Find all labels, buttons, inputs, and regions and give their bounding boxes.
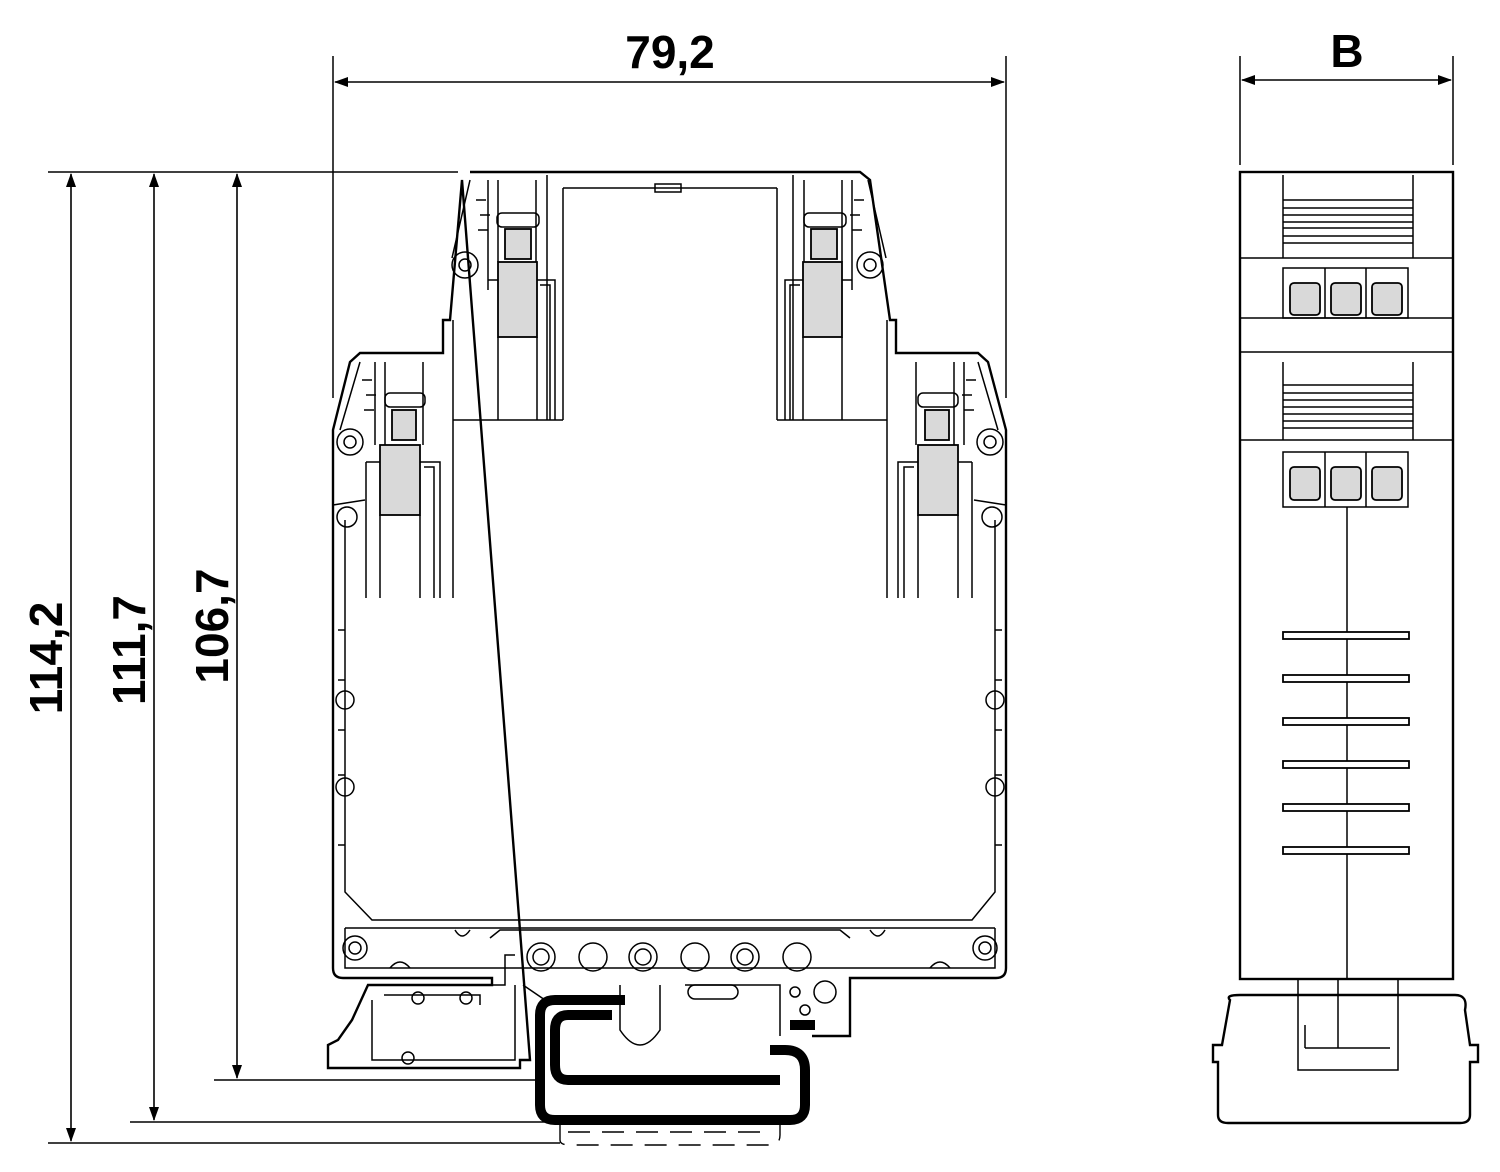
dimension-depth-label: B — [1330, 25, 1363, 77]
din-rail — [535, 995, 815, 1146]
side-terminals-lower — [1282, 451, 1409, 508]
side-view — [1211, 170, 1480, 1125]
front-view — [326, 170, 1008, 1146]
rail-clip — [371, 954, 837, 1065]
terminal-lower-right — [897, 361, 1007, 598]
dimension-depth: B — [1239, 25, 1454, 165]
terminal-lower-left — [332, 361, 441, 598]
side-slots-left — [335, 629, 355, 846]
terminal-upper-right — [784, 179, 887, 420]
side-foot — [1211, 979, 1480, 1125]
dimension-height-total-label: 114,2 — [20, 602, 72, 715]
dimension-width-label: 79,2 — [625, 26, 715, 78]
side-slots-right — [985, 629, 1005, 846]
side-terminals-upper — [1282, 267, 1409, 319]
terminal-upper-left — [451, 179, 556, 420]
dimension-height-inner-label: 106,7 — [186, 568, 238, 683]
dimension-height-mid-label: 111,7 — [103, 595, 155, 705]
bottom-band — [342, 927, 998, 972]
side-vent-ribs — [1282, 631, 1410, 855]
dimension-width: 79,2 — [332, 26, 1007, 398]
housing-inner-face — [344, 598, 996, 921]
dimension-heights: 114,2 111,7 106,7 — [20, 171, 560, 1144]
housing-outline — [326, 170, 1008, 1070]
